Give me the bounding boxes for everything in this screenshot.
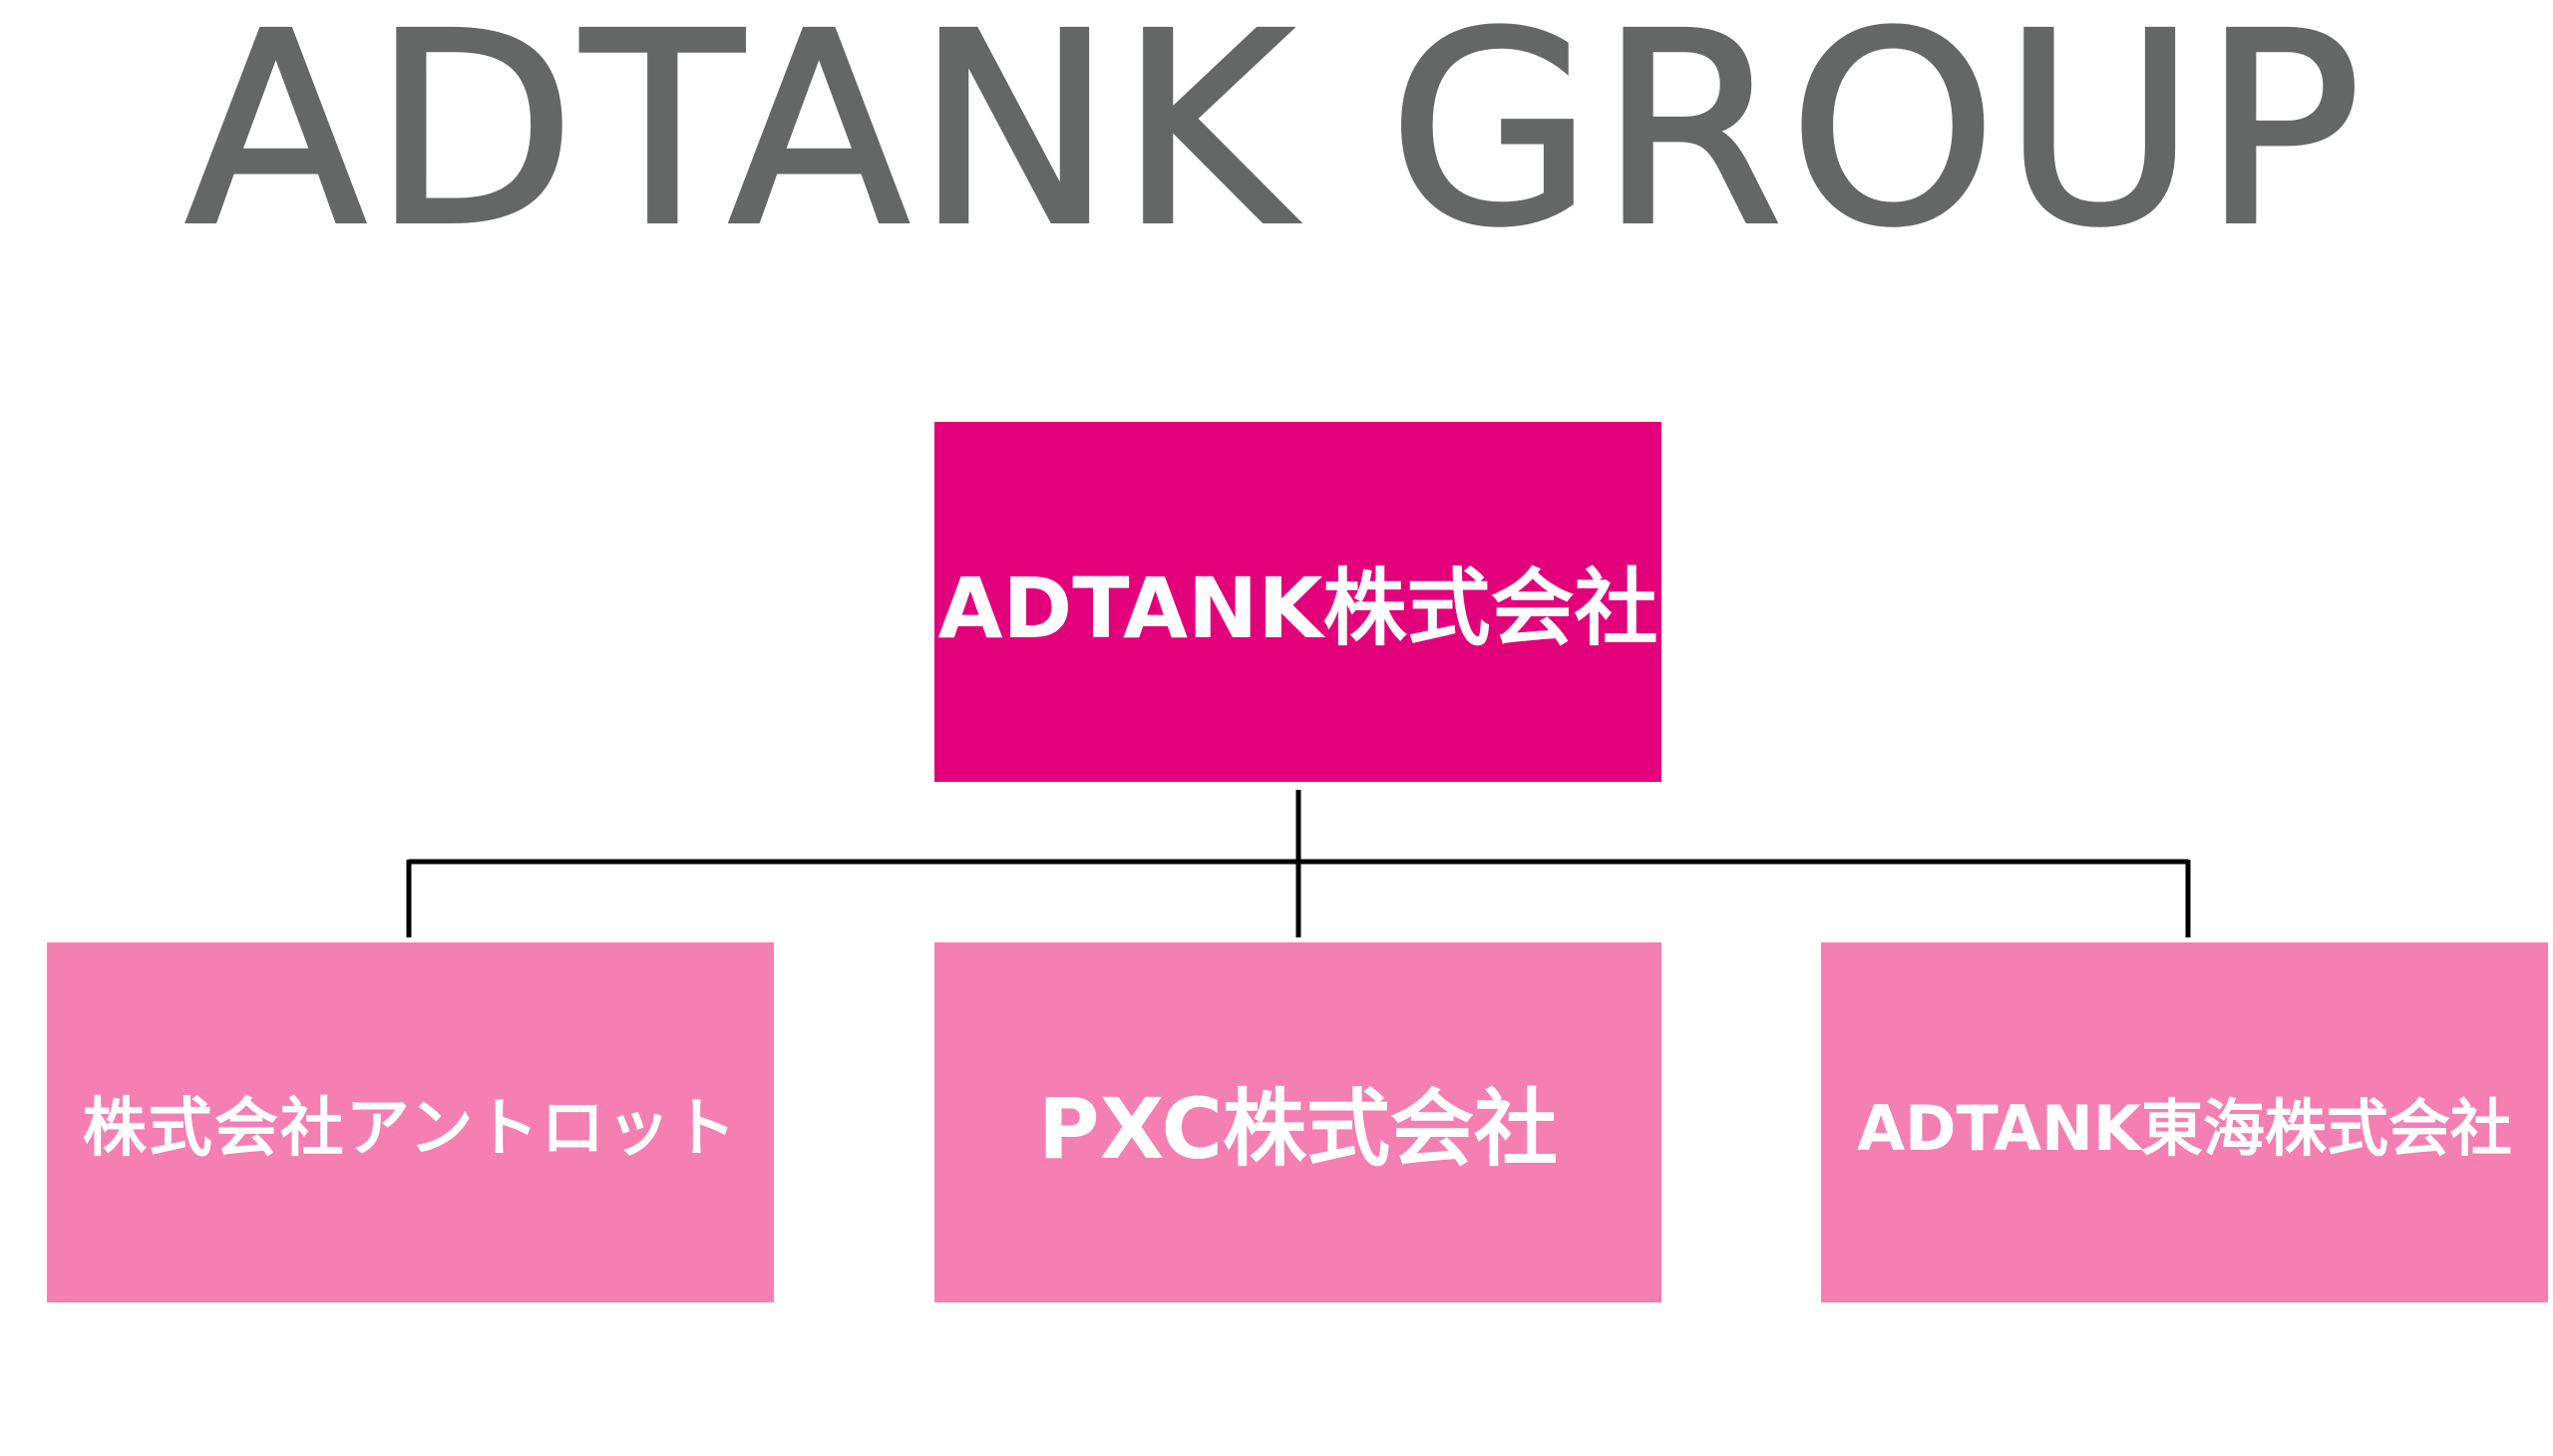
org-node-child-adtank-tokai: ADTANK東海株式会社: [1821, 942, 2548, 1302]
org-node-parent-label: ADTANK株式会社: [937, 559, 1658, 657]
org-node-child-label: 株式会社アントロット: [82, 1091, 739, 1166]
org-node-child-pxc: PXC株式会社: [934, 942, 1661, 1302]
logo-wordmark: ADTANK GROUP: [185, 0, 2368, 284]
org-node-child-label: ADTANK東海株式会社: [1857, 1091, 2512, 1165]
org-node-parent: ADTANK株式会社: [934, 422, 1661, 782]
org-node-child-label: PXC株式会社: [1038, 1080, 1558, 1178]
adtank-group-logo: ADTANK GROUP: [183, 0, 2368, 286]
org-node-child-antrot: 株式会社アントロット: [47, 942, 774, 1302]
